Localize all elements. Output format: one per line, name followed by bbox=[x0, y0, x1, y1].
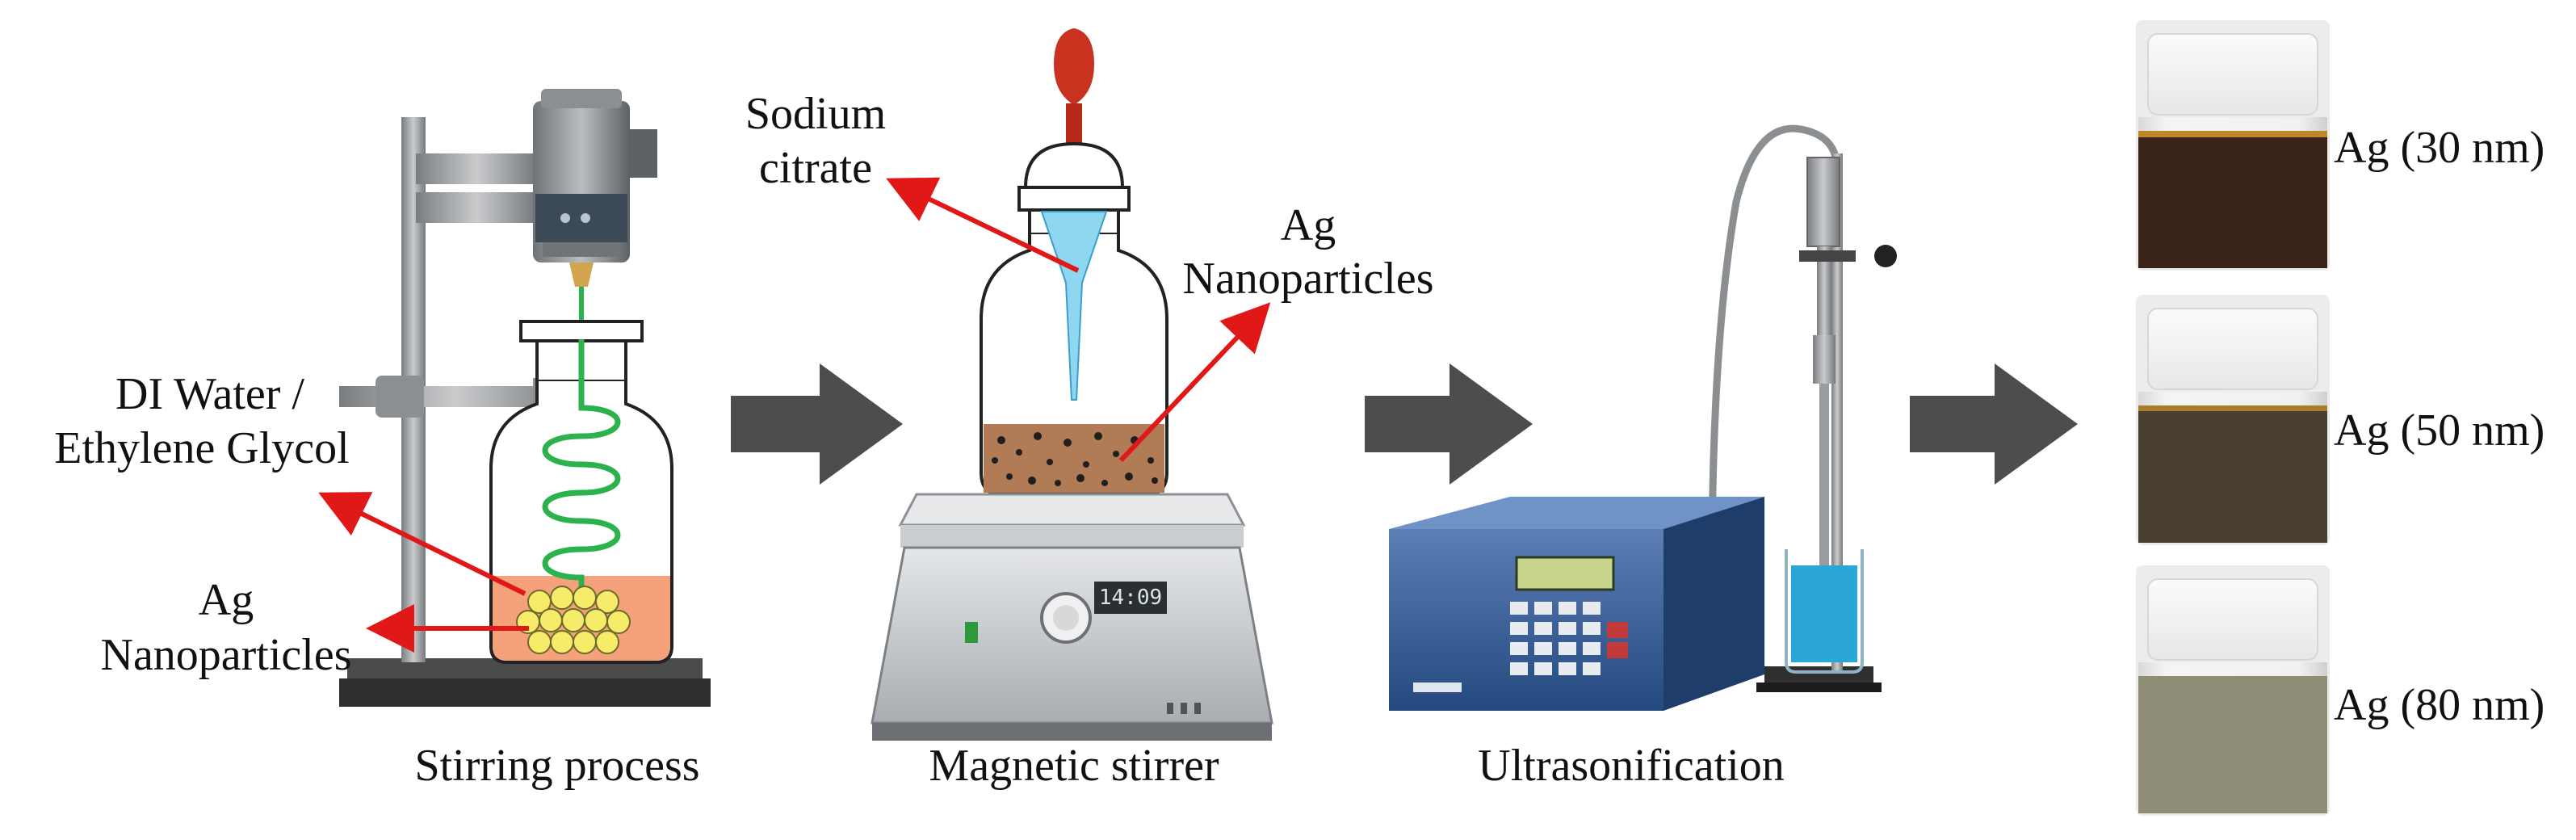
sample-label-30nm: Ag (30 nm) bbox=[2334, 123, 2545, 173]
arrow-to-solvent bbox=[318, 492, 527, 596]
ultrasonic-apparatus bbox=[1389, 124, 1897, 711]
vial-30nm bbox=[2136, 20, 2330, 271]
caption-ultrasonic: Ultrasonification bbox=[1478, 741, 1785, 791]
solvent-label-line2: Ethylene Glycol bbox=[54, 423, 350, 473]
probe-stand-rod bbox=[1831, 153, 1843, 670]
caption-stirring: Stirring process bbox=[414, 741, 700, 791]
sample-label-50nm: Ag (50 nm) bbox=[2334, 405, 2545, 456]
solvent-label-line1: DI Water / bbox=[115, 369, 304, 419]
probe-cable bbox=[1708, 124, 1841, 574]
citrate-label-line1: Sodium bbox=[745, 89, 887, 139]
nanoparticles-label-line2: Nanoparticles bbox=[100, 630, 352, 680]
beaker bbox=[1785, 549, 1864, 674]
process-arrow-1 bbox=[731, 363, 903, 485]
stirring-apparatus bbox=[318, 89, 711, 707]
nanoparticles-label-line1: Ag bbox=[198, 575, 254, 625]
stirrer-display-value: 14:09 bbox=[1098, 586, 1163, 610]
process-arrow-3 bbox=[1910, 363, 2078, 485]
overhead-motor bbox=[533, 89, 657, 287]
stirring-coil bbox=[542, 339, 621, 598]
vial-80nm bbox=[2136, 565, 2330, 816]
beaker-liquid bbox=[1791, 565, 1857, 662]
power-switch bbox=[965, 622, 978, 643]
sample-vials bbox=[2136, 20, 2330, 816]
magnetic-stirrer-apparatus bbox=[871, 28, 1273, 741]
sample-label-80nm: Ag (80 nm) bbox=[2334, 680, 2545, 730]
stirrer-display bbox=[1094, 582, 1167, 614]
arrow-to-ag-np bbox=[1118, 302, 1271, 463]
ag-label-line1: Ag bbox=[1280, 200, 1336, 250]
caption-magnetic: Magnetic stirrer bbox=[929, 741, 1219, 791]
vial-50nm bbox=[2136, 295, 2330, 545]
nanoparticle-cluster bbox=[516, 586, 631, 654]
arrow-to-citrate bbox=[886, 177, 1080, 273]
nanoparticle-sediment bbox=[984, 424, 1164, 493]
ag-label-line2: Nanoparticles bbox=[1182, 254, 1434, 304]
citrate-label-line2: citrate bbox=[759, 143, 872, 193]
process-arrow-2 bbox=[1365, 363, 1533, 485]
